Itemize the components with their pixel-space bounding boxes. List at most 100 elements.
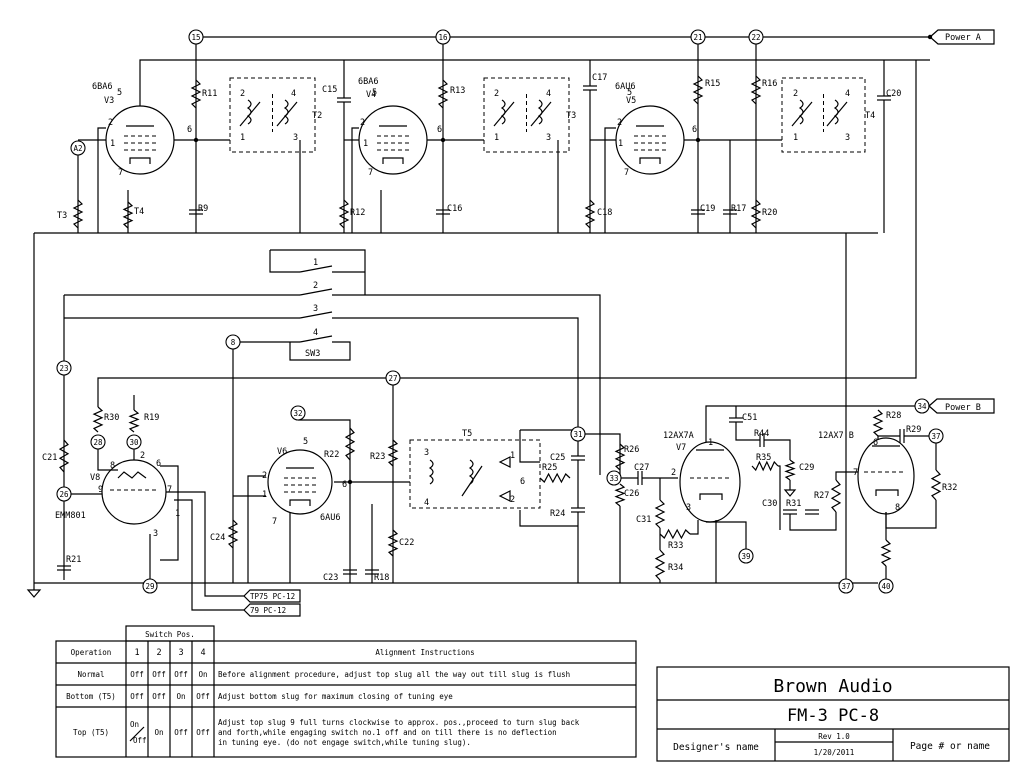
- tube-v7-cathode: [699, 493, 723, 500]
- pin-number: 7: [624, 168, 629, 178]
- t5-label: T5: [462, 429, 472, 439]
- table-frame: [55, 640, 637, 758]
- pin-number: 3: [424, 448, 429, 458]
- sw1-blade: [299, 265, 333, 273]
- pin-number: 6: [873, 438, 878, 448]
- c16-label: C16: [447, 204, 462, 214]
- power-a-label: Power A: [945, 33, 981, 43]
- pin-number: 3: [686, 503, 691, 513]
- node-15-label: 15: [191, 33, 200, 42]
- slash: [129, 726, 145, 742]
- pin-number: 5: [627, 88, 632, 98]
- t3-coil: [537, 99, 543, 125]
- r19-label: C21: [42, 453, 57, 463]
- switch-cell: Off: [196, 728, 210, 737]
- node-23-label: 23: [59, 364, 68, 373]
- r25: [614, 443, 626, 471]
- r30: [128, 409, 140, 433]
- tube-v5: [615, 105, 685, 175]
- c29-c30-bottom: [789, 512, 837, 531]
- r22: [387, 439, 399, 467]
- switch-cell: Off: [152, 692, 166, 701]
- junction-dot: [193, 137, 199, 143]
- switch-cell: Off: [133, 736, 147, 745]
- node-32: [570, 426, 586, 442]
- r11-label: R11: [202, 89, 217, 99]
- r27: [654, 499, 666, 529]
- port-79: [243, 603, 301, 617]
- r17-label: R20: [762, 208, 777, 218]
- r30-label: R19: [144, 413, 159, 423]
- pin-number: 7: [853, 468, 858, 478]
- pin-number: 4: [546, 89, 551, 99]
- tube-v7-type: 12AX7A: [663, 431, 694, 441]
- r31: [830, 479, 842, 513]
- t3-tuning-slug: [530, 101, 552, 127]
- r13-label: R13: [450, 86, 465, 96]
- node-34-label: 34: [917, 402, 927, 411]
- pin-number: 3: [313, 304, 318, 314]
- pin-number: 1: [494, 133, 499, 143]
- r15: [692, 75, 704, 105]
- wires: [33, 34, 937, 611]
- pin-number: 3: [153, 529, 158, 539]
- tube-v5-name: V5: [626, 96, 636, 106]
- node-22: [748, 29, 764, 45]
- node-23: [56, 360, 72, 376]
- sw4-right: [289, 341, 351, 361]
- t5-bottom-out: [519, 510, 578, 527]
- pin-number: 4: [424, 498, 429, 508]
- node-28-label: 28: [93, 438, 103, 447]
- pin-number: 7: [272, 517, 277, 527]
- pin-number: 8: [895, 503, 900, 513]
- switch-number-header: 3: [178, 648, 183, 658]
- instruction-cell: in tuning eye. (do not engage switch,whi…: [218, 738, 471, 747]
- t5-primary: [428, 459, 434, 485]
- c27-bottom: [735, 422, 760, 441]
- pin-number: 1: [262, 490, 267, 500]
- node-37-label: 37: [841, 582, 850, 591]
- node-31-label: 33: [609, 474, 618, 483]
- tube-v7: [679, 441, 741, 523]
- sw4-blade: [299, 335, 333, 343]
- t3-shield: [483, 77, 570, 153]
- r15-label: R15: [705, 79, 720, 89]
- r32-label: R28: [886, 411, 901, 421]
- pin-number: 1: [618, 139, 623, 149]
- r44-to-c29: [778, 465, 781, 530]
- t4-label: T4: [865, 111, 875, 121]
- r28-label: R33: [668, 541, 683, 551]
- operation-cell: Bottom (T5): [66, 692, 116, 701]
- tube-v8-name: V8: [90, 473, 100, 483]
- power-a-port: [929, 29, 995, 45]
- t2-tuning-slug: [239, 101, 261, 127]
- pin-number: 8: [110, 461, 115, 471]
- node-15: [188, 29, 204, 45]
- node-32-label: 31: [573, 430, 582, 439]
- r25-label: R26: [624, 445, 639, 455]
- t5-shield: [409, 439, 541, 509]
- v5-g2: [604, 127, 616, 233]
- t3-label: T3: [566, 111, 576, 121]
- pin-number: 7: [118, 168, 123, 178]
- switch-number-header: 1: [134, 648, 139, 658]
- c18-label: C19: [700, 204, 715, 214]
- pin-number: 1: [793, 133, 798, 143]
- pin-number: 5: [303, 437, 308, 447]
- diode-d1: [498, 456, 511, 468]
- instruction-cell: Adjust bottom slug for maximum closing o…: [218, 692, 453, 701]
- t4-out-to-v8: [97, 60, 917, 407]
- r17: [750, 199, 762, 229]
- node-A2-label: A2: [73, 144, 82, 153]
- node-30: [126, 434, 142, 450]
- switch-cell: On: [176, 692, 185, 701]
- t2-shield: [229, 77, 316, 153]
- switch-cell: On: [198, 670, 207, 679]
- r27-label: C31: [636, 515, 651, 525]
- r26: [614, 483, 626, 507]
- tube-v5-type: 6AU6: [615, 82, 635, 92]
- diode-d2: [498, 490, 511, 502]
- tube-v3-type: 6BA6: [92, 82, 112, 92]
- r28-right: [690, 520, 699, 535]
